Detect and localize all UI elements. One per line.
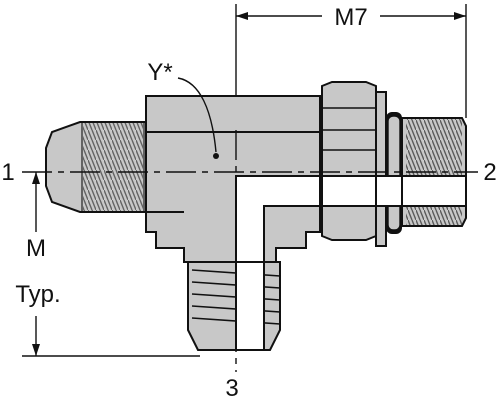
left-flare-end (45, 121, 149, 213)
hex-nut (321, 81, 377, 241)
port-2-label: 2 (483, 159, 496, 186)
washer-o-ring (375, 91, 403, 247)
dimension-m7: M7 (235, 4, 467, 118)
port-1-label: 1 (1, 159, 14, 186)
bottom-flare-end (187, 261, 281, 351)
m-label: M (26, 235, 46, 262)
dimension-m-typ: M Typ. (15, 172, 200, 357)
typ-label: Typ. (15, 281, 60, 308)
m7-label: M7 (334, 4, 367, 31)
port-3-label: 3 (225, 375, 238, 402)
y-callout: Y* (147, 59, 219, 159)
y-star-label: Y* (147, 59, 172, 86)
tee-body (145, 95, 321, 263)
centerlines (22, 130, 478, 372)
right-threaded-end (401, 117, 467, 227)
